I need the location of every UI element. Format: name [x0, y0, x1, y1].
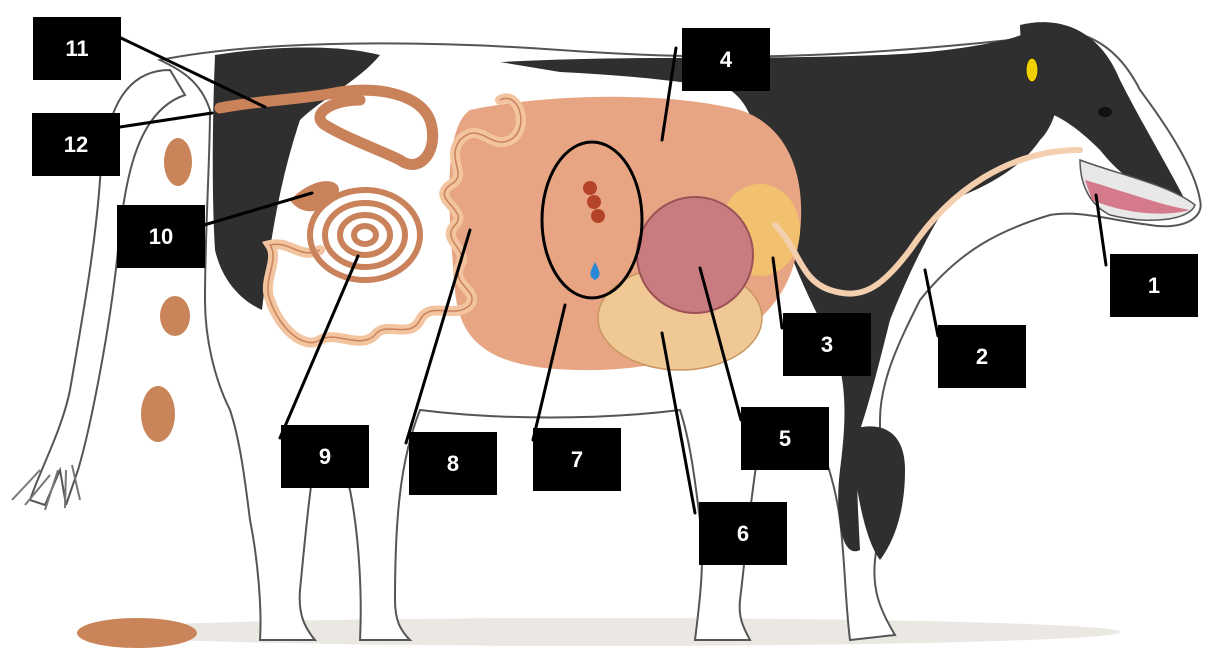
label-6: 6 — [699, 502, 787, 565]
label-8: 8 — [409, 432, 497, 495]
rump-spot-1 — [164, 138, 192, 186]
label-12-text: 12 — [64, 132, 88, 158]
label-4: 4 — [682, 28, 770, 91]
label-8-text: 8 — [447, 451, 459, 477]
label-5: 5 — [741, 407, 829, 470]
label-4-text: 4 — [720, 47, 732, 73]
rump-spot-3 — [141, 386, 175, 442]
label-6-text: 6 — [737, 521, 749, 547]
eye — [1098, 107, 1112, 117]
label-3-text: 3 — [821, 332, 833, 358]
label-11-text: 11 — [65, 36, 88, 62]
ground-shadow — [80, 618, 1120, 646]
label-12: 12 — [32, 113, 120, 176]
label-9-text: 9 — [319, 444, 331, 470]
label-3: 3 — [783, 313, 871, 376]
label-10: 10 — [117, 205, 205, 268]
abomasum — [637, 197, 753, 313]
rump-spot-2 — [160, 296, 190, 336]
label-7-text: 7 — [571, 447, 583, 473]
label-7: 7 — [533, 428, 621, 491]
ear-tag — [1026, 58, 1038, 82]
label-9: 9 — [281, 425, 369, 488]
label-5-text: 5 — [779, 426, 791, 452]
dung-patty — [77, 618, 197, 648]
label-1-text: 1 — [1148, 273, 1160, 299]
label-11: 11 — [33, 17, 121, 80]
label-10-text: 10 — [149, 224, 173, 250]
label-2-text: 2 — [976, 344, 988, 370]
label-2: 2 — [938, 325, 1026, 388]
label-1: 1 — [1110, 254, 1198, 317]
